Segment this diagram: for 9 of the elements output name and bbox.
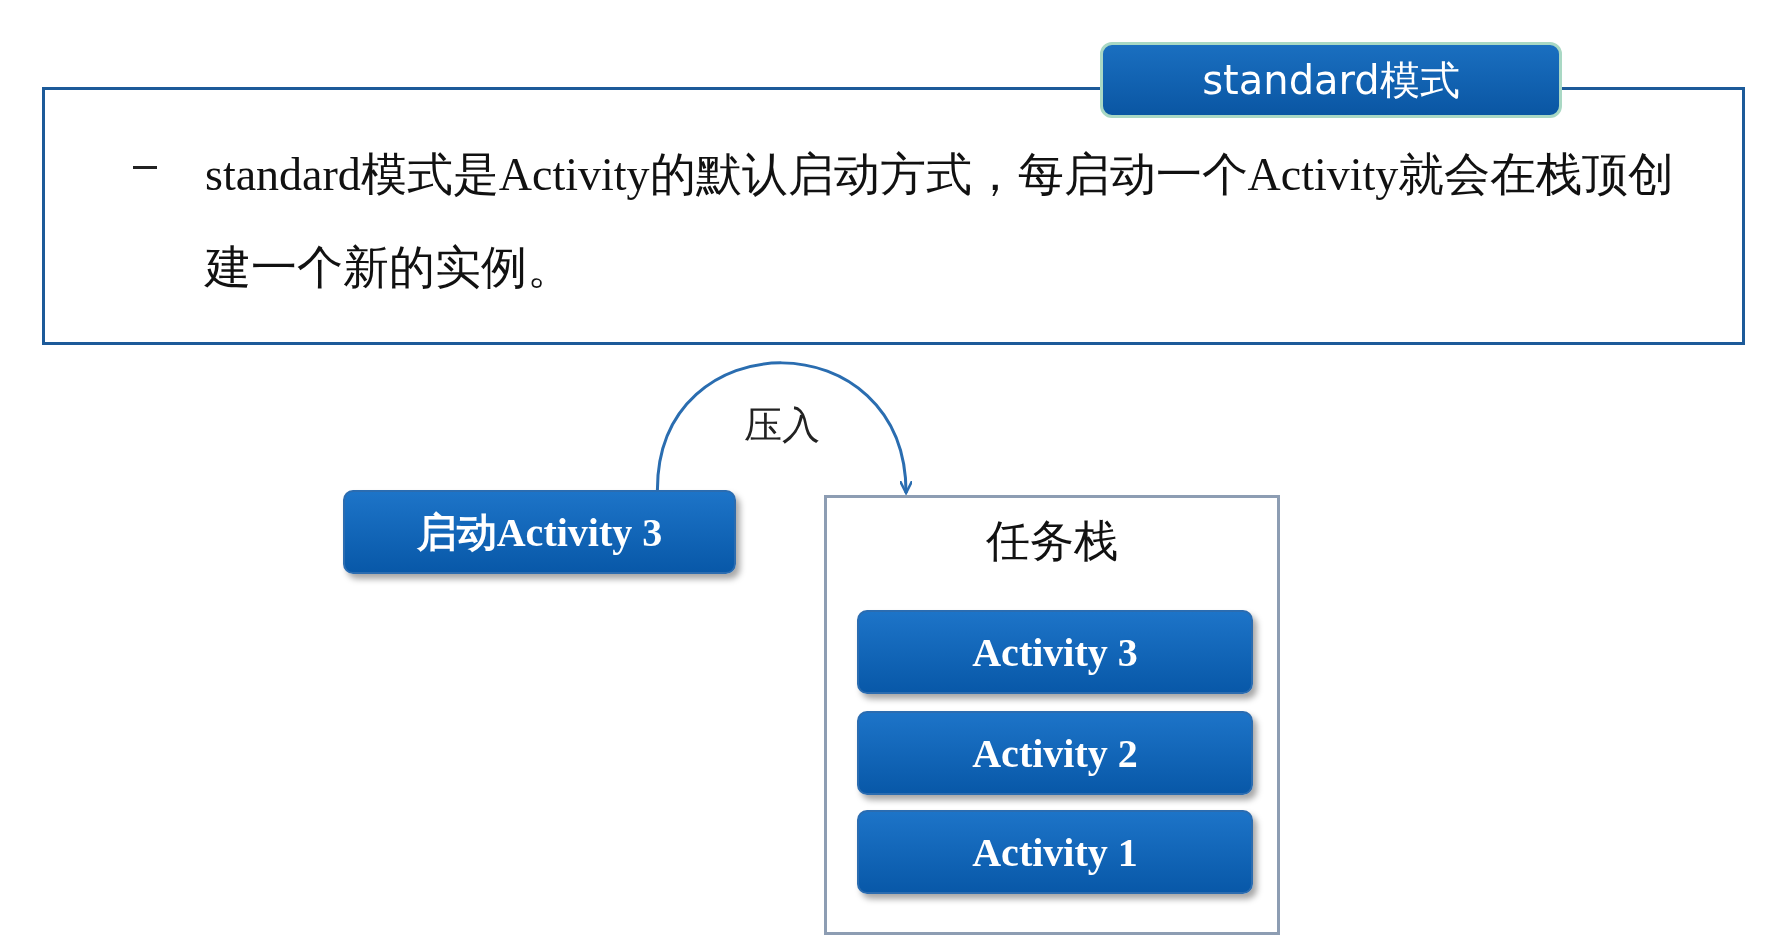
activity-box: Activity 3 — [857, 610, 1253, 694]
title-tab: standard模式 — [1100, 42, 1562, 118]
curved-arrow — [655, 361, 912, 495]
stack-heading: 任务栈 — [985, 514, 1119, 568]
description-text: standard模式是Activity的默认启动方式，每启动一个Activity就会在栈顶创建一个新的实例。 — [205, 148, 1676, 295]
launch-box: 启动Activity 3 — [343, 490, 736, 574]
task-stack-box — [824, 495, 1280, 935]
activity-box: Activity 2 — [857, 711, 1253, 795]
activity-box: Activity 1 — [857, 810, 1253, 894]
